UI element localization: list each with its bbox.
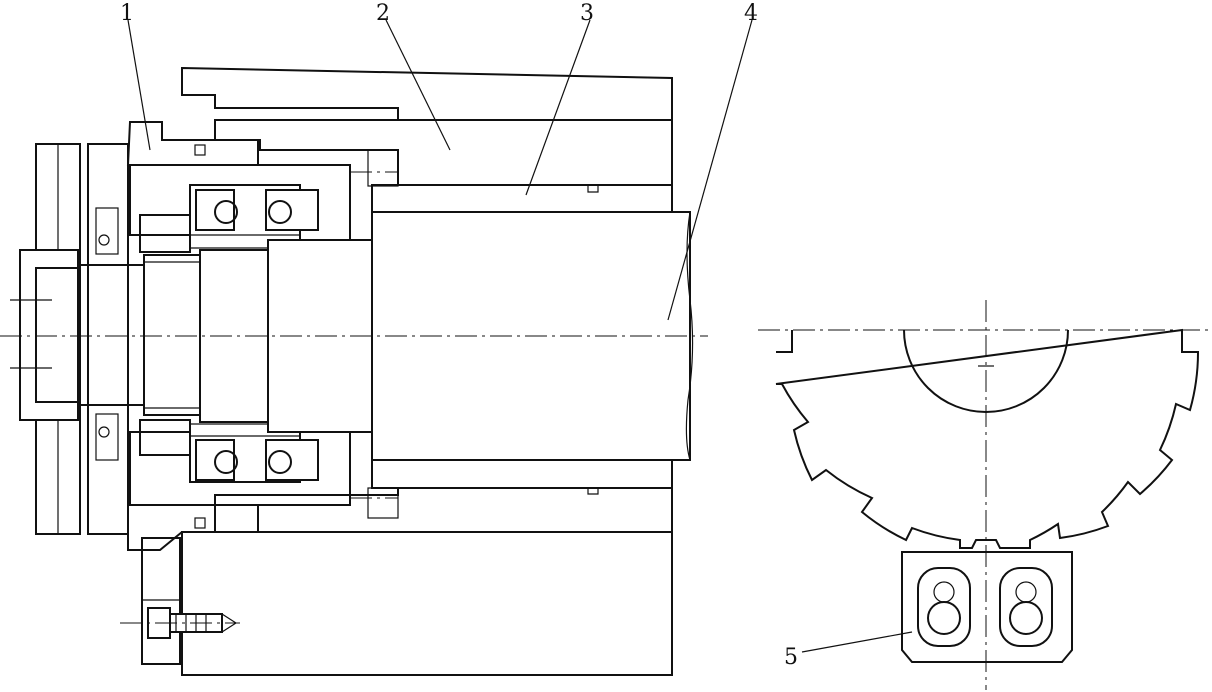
spindle-3-lower xyxy=(371,459,673,495)
nut-1-upper xyxy=(126,121,259,166)
sleeve-2-lower xyxy=(214,487,673,533)
bottom-bracket xyxy=(120,537,240,665)
end-view xyxy=(758,300,1212,690)
housing-upper xyxy=(181,66,673,121)
leader-lines xyxy=(127,19,913,653)
inner-collar xyxy=(139,214,301,456)
leader-3 xyxy=(525,19,591,196)
callout-2: 2 xyxy=(376,1,390,26)
section-view xyxy=(0,66,708,676)
sleeve-2-upper xyxy=(214,119,673,186)
housing-lower xyxy=(181,531,673,676)
leader-1 xyxy=(127,19,151,151)
toothed-disc xyxy=(775,328,1200,549)
leader-5 xyxy=(801,631,913,653)
leader-2 xyxy=(385,19,451,151)
nut-1-lower xyxy=(127,504,259,551)
leader-4 xyxy=(667,19,753,321)
callout-4: 4 xyxy=(744,1,758,26)
clamp-block-5 xyxy=(901,551,1073,663)
disc-bore xyxy=(903,329,1069,413)
seals xyxy=(95,207,119,461)
keyway-marks xyxy=(350,149,399,519)
bearing-cage-upper xyxy=(129,164,351,241)
callout-3: 3 xyxy=(580,1,594,26)
callout-1: 1 xyxy=(120,1,134,26)
pulley-disc xyxy=(19,143,129,535)
callout-5: 5 xyxy=(784,645,798,670)
spindle-3-upper xyxy=(371,184,673,213)
